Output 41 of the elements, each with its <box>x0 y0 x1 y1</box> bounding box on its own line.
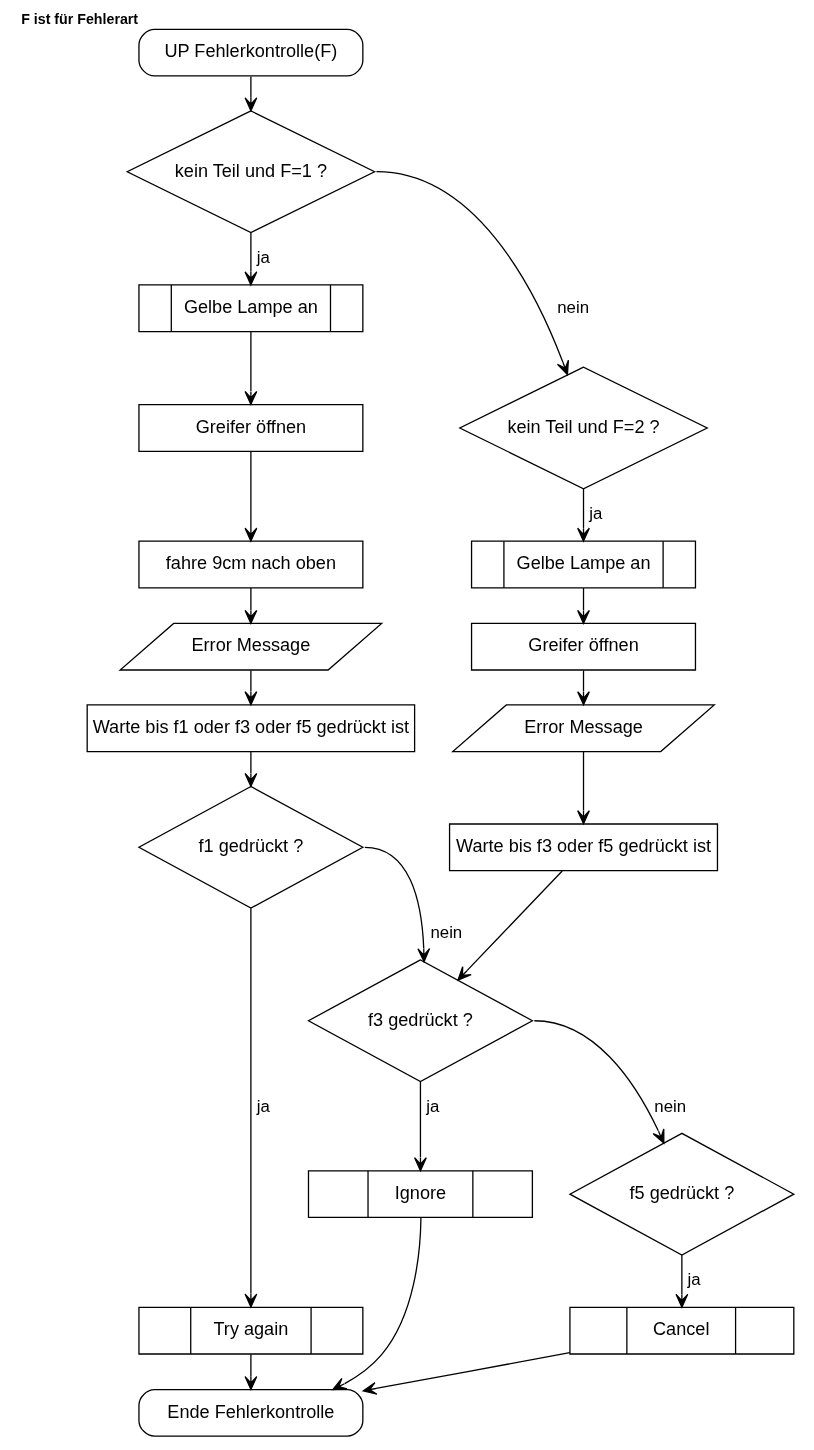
arrow <box>243 751 257 787</box>
node-diamond: kein Teil und F=1 ? <box>125 110 376 234</box>
node-label: F ist für Fehlerart <box>20 10 138 27</box>
edge-label: nein <box>653 1096 686 1116</box>
arrow <box>576 751 590 825</box>
arrow <box>674 1254 688 1308</box>
arrow <box>456 870 563 981</box>
edge-label: ja <box>425 1096 439 1116</box>
arrow <box>243 587 257 624</box>
arrow <box>576 587 590 624</box>
node-diamond: f5 gedrückt ? <box>568 1132 795 1256</box>
edge-label: nein <box>429 923 462 943</box>
arrow <box>413 1080 427 1172</box>
node-box: Warte bis f3 oder f5 gedrückt ist <box>448 823 718 872</box>
arrow <box>243 231 257 286</box>
node-diamond: f1 gedrückt ? <box>137 785 364 909</box>
edge-label: ja <box>256 247 270 267</box>
arrow <box>363 846 430 963</box>
arrow <box>576 488 590 542</box>
node-box: UP Fehlerkontrolle(F) <box>137 28 363 77</box>
edge-label: ja <box>588 504 602 524</box>
arrow <box>362 1352 570 1395</box>
node-diamond: kein Teil und F=2 ? <box>457 366 709 490</box>
arrow <box>375 171 569 376</box>
arrow <box>243 669 257 706</box>
node-box: fahre 9cm nach oben <box>137 540 363 589</box>
node-box: Greifer öffnen <box>470 622 696 671</box>
arrow <box>576 669 590 706</box>
arrow <box>243 75 257 112</box>
arrow <box>243 1353 257 1391</box>
arrow <box>243 330 257 405</box>
node-box: Warte bis f1 oder f3 oder f5 gedrückt ist <box>86 704 415 753</box>
edge-label: ja <box>256 1096 270 1116</box>
arrow <box>331 1217 422 1391</box>
arrow <box>243 907 257 1308</box>
node-diamond: f3 gedrückt ? <box>306 959 534 1083</box>
edge-label: nein <box>556 297 589 317</box>
edge-label: ja <box>687 1270 701 1290</box>
arrow <box>243 450 257 542</box>
node-box: Ende Fehlerkontrolle <box>137 1388 363 1437</box>
node-box: Greifer öffnen <box>137 404 363 452</box>
